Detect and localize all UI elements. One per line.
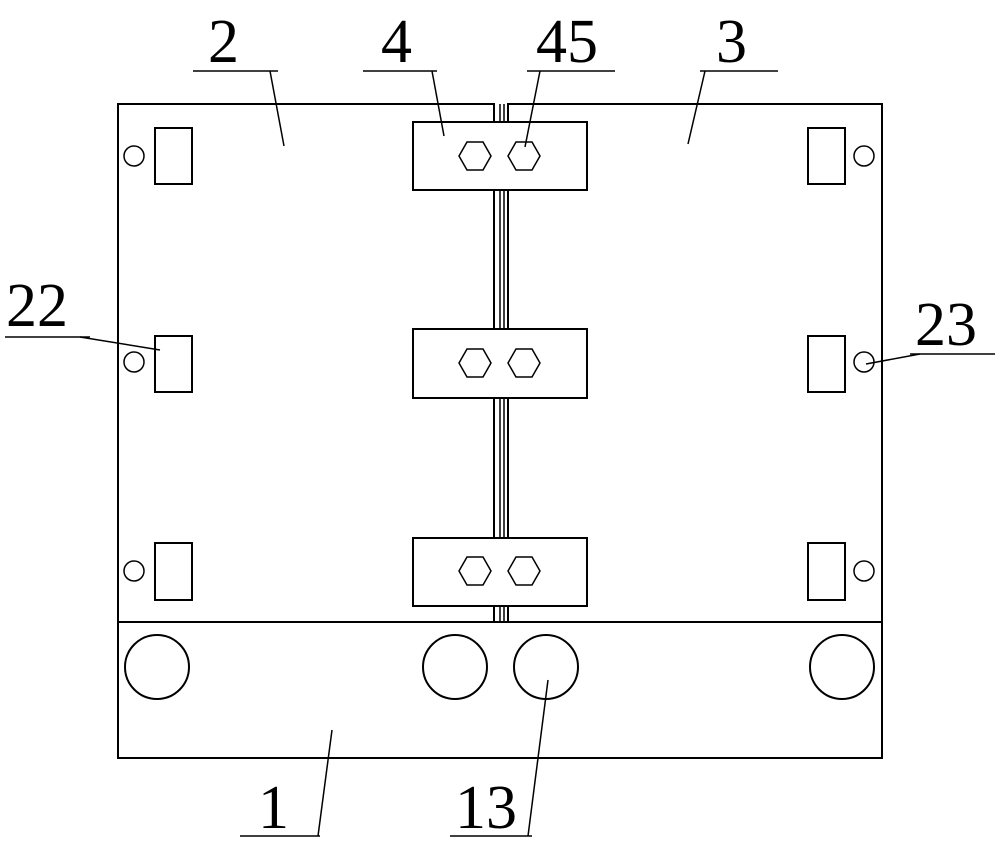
right-mount-mid	[807, 335, 846, 393]
label-hex-bolt: 45	[536, 8, 598, 76]
connector-plate-top	[412, 121, 588, 191]
hex-bolt-top-right	[507, 141, 541, 171]
hex-bolt-mid-right	[507, 348, 541, 378]
label-right-panel: 3	[716, 8, 747, 76]
left-hole-top	[123, 145, 145, 167]
leader-22	[79, 336, 161, 351]
connector-plate-mid	[412, 328, 588, 399]
label-base-roller: 13	[455, 774, 517, 842]
leader-23	[865, 353, 921, 365]
label-connector-plate: 4	[381, 8, 412, 76]
right-mount-top	[807, 127, 846, 185]
hex-bolt-bottom-right	[507, 556, 541, 586]
leader-13	[527, 679, 549, 837]
base-roller-3	[513, 634, 579, 700]
label-left-mount: 22	[6, 272, 68, 340]
base-frame	[117, 621, 883, 759]
right-hole-mid	[853, 351, 875, 373]
left-hole-mid	[123, 351, 145, 373]
left-mount-bottom	[154, 542, 193, 601]
left-mount-top	[154, 127, 193, 185]
hex-bolt-top-left	[458, 141, 492, 171]
base-roller-2	[422, 634, 488, 700]
right-mount-bottom	[807, 542, 846, 601]
leader-3	[687, 70, 706, 145]
leader-2	[269, 70, 285, 147]
label-main-base: 1	[258, 774, 289, 842]
leader-4	[431, 70, 445, 137]
left-mount-mid	[154, 335, 193, 393]
label-left-panel: 2	[208, 8, 239, 76]
label-right-mount: 23	[915, 291, 977, 359]
left-hole-bottom	[123, 560, 145, 582]
base-roller-4	[809, 634, 875, 700]
leader-45	[524, 70, 541, 148]
hex-bolt-mid-left	[458, 348, 492, 378]
right-hole-bottom	[853, 560, 875, 582]
right-hole-top	[853, 145, 875, 167]
base-roller-1	[124, 634, 190, 700]
connector-plate-bottom	[412, 537, 588, 607]
hex-bolt-bottom-left	[458, 556, 492, 586]
leader-1	[317, 729, 333, 837]
